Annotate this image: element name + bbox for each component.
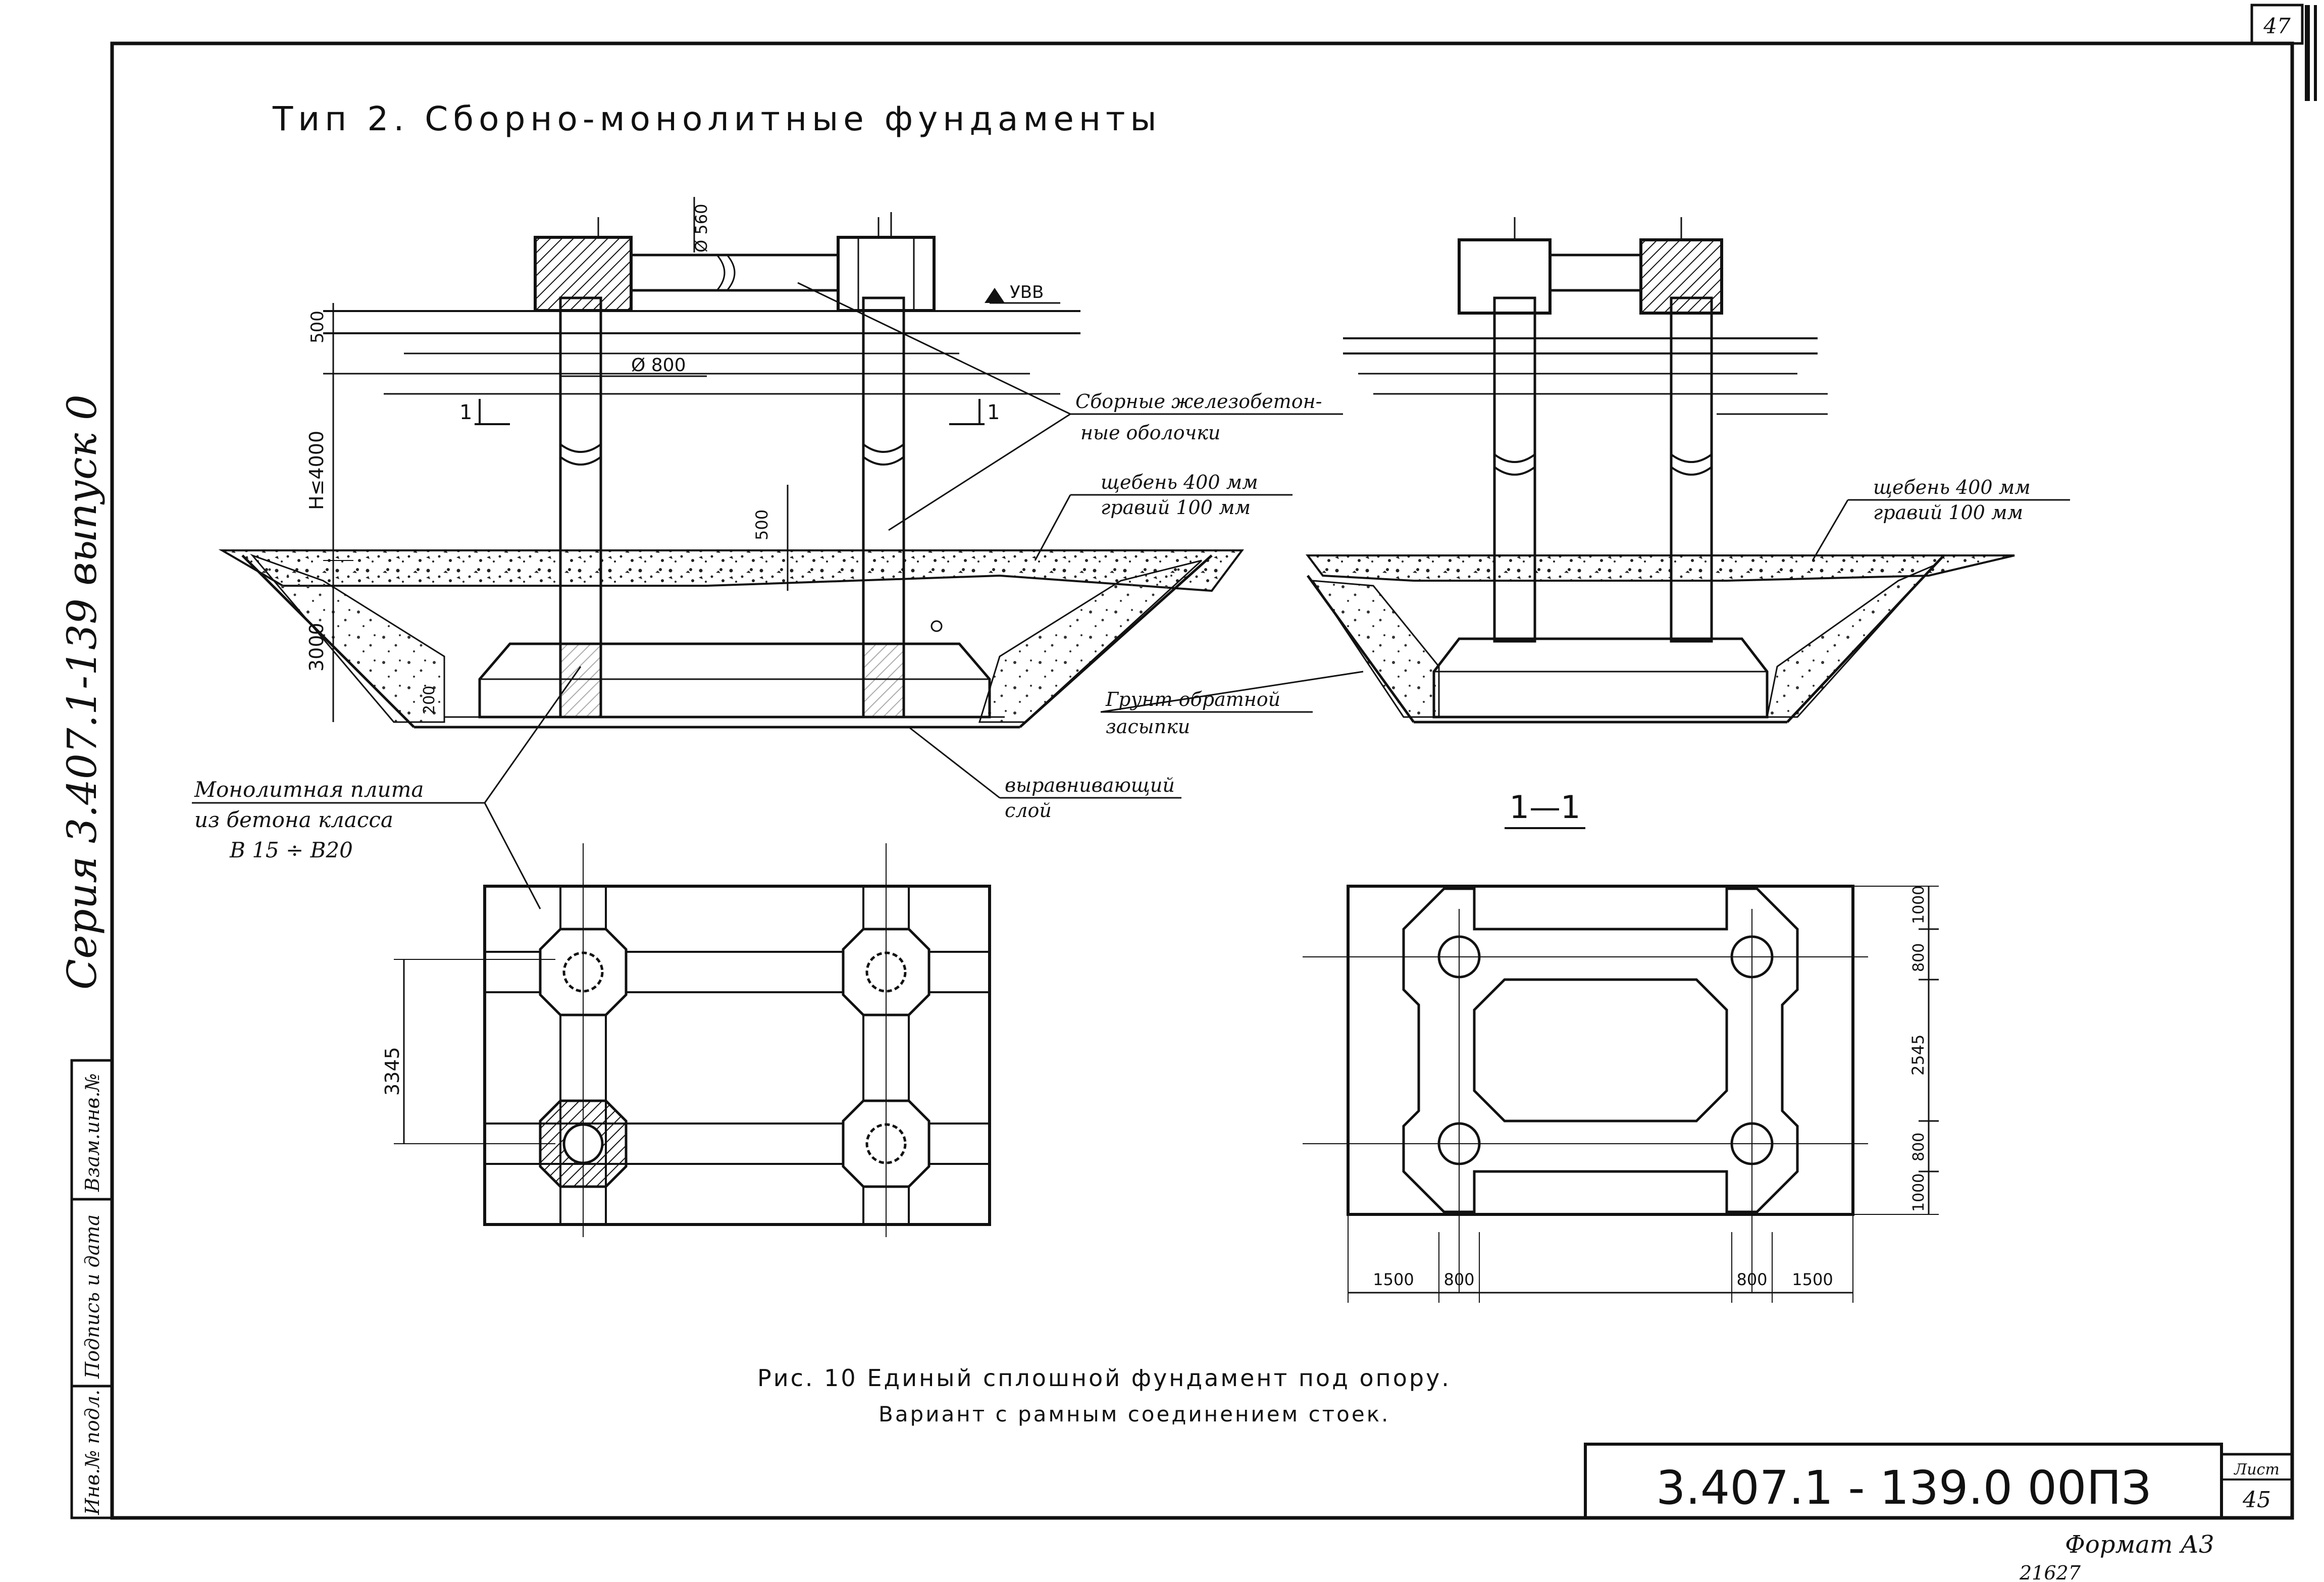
footer-note: 21627 xyxy=(2019,1562,2081,1579)
label-backfill-line1: Грунт обратной xyxy=(1105,688,1280,710)
dim-800-top: 800 xyxy=(1910,943,1928,972)
dim-1500-left: 1500 xyxy=(1373,1270,1414,1289)
left-leaders: Сборные железобетон- ные оболочки щебень… xyxy=(192,282,1343,909)
dim-3345: 3345 xyxy=(381,1047,403,1096)
right-leaders: щебень 400 мм гравий 100 мм Грунт обратн… xyxy=(1100,476,2070,738)
right-elevation xyxy=(1306,217,2015,724)
sheet-frame: 47 xyxy=(110,4,2317,1520)
section-title: 1—1 xyxy=(1510,789,1581,826)
dim-200: 200 xyxy=(421,686,438,715)
stamp-replacement-inv: Взам.инв.№ xyxy=(81,1073,104,1192)
stamp-signature-date: Подпись и дата xyxy=(81,1214,104,1379)
label-leveling-line2: слой xyxy=(1005,799,1052,822)
label-gravel-right-line2: гравий 100 мм xyxy=(1873,501,2023,524)
dim-3000: 3000 xyxy=(305,623,328,672)
document-code: 3.407.1 - 139.0 00ПЗ xyxy=(1656,1461,2151,1515)
figure-caption-line1: Рис. 10 Единый сплошной фундамент под оп… xyxy=(757,1364,1451,1392)
stamp-inv-original: Инв.№ подл. xyxy=(81,1390,104,1515)
format-label: Формат А3 xyxy=(2065,1530,2214,1559)
series-label: Серия 3.407.1-139 выпуск 0 xyxy=(59,394,106,990)
dim-d560: Ø 560 xyxy=(692,204,711,252)
label-slab-line2: из бетона класса xyxy=(194,807,393,832)
section-1-1-plan: 1—1 1000 800 2545 800 1000 1 xyxy=(1303,789,1939,1303)
dim-500-mid: 500 xyxy=(752,509,771,540)
dim-800-right: 800 xyxy=(1736,1270,1767,1289)
label-slab-line3: В 15 ÷ В20 xyxy=(229,838,353,862)
label-shells-line1: Сборные железобетон- xyxy=(1075,390,1322,413)
dim-1000-bot: 1000 xyxy=(1910,1173,1928,1212)
label-slab-line1: Монолитная плита xyxy=(194,777,424,802)
left-plan: 3345 xyxy=(381,843,991,1237)
label-leveling-line1: выравнивающий xyxy=(1005,774,1175,796)
dim-800-left: 800 xyxy=(1443,1270,1474,1289)
label-shells-line2: ные оболочки xyxy=(1080,422,1220,444)
section-mark-left: 1 xyxy=(459,401,472,424)
title-block: 3.407.1 - 139.0 00ПЗ Лист 45 xyxy=(1584,1443,2294,1519)
sheet-title: Тип 2. Сборно-монолитные фундаменты xyxy=(272,99,1162,138)
dim-500-top: 500 xyxy=(307,311,328,343)
stamp-block: Инв.№ подл. Подпись и дата Взам.инв.№ xyxy=(70,1059,114,1519)
left-elevation: УВВ 50 xyxy=(218,197,1244,729)
dim-2545: 2545 xyxy=(1908,1035,1928,1076)
page-number: 47 xyxy=(2263,14,2291,38)
dim-1500-right: 1500 xyxy=(1792,1270,1833,1289)
figure-caption-line2: Вариант с рамным соединением стоек. xyxy=(879,1402,1390,1426)
dim-1000-top: 1000 xyxy=(1910,886,1928,924)
label-gravel-right-line1: щебень 400 мм xyxy=(1873,476,2031,498)
label-gravel-line2: гравий 100 мм xyxy=(1101,496,1251,519)
list-number: 45 xyxy=(2242,1487,2271,1513)
dim-800-bot: 800 xyxy=(1910,1133,1928,1161)
dim-h4000: H≤4000 xyxy=(305,431,328,510)
label-backfill-line2: засыпки xyxy=(1106,716,1190,738)
uvv-label: УВВ xyxy=(1010,282,1044,302)
section-mark-right: 1 xyxy=(987,401,1000,424)
dim-d800: Ø 800 xyxy=(631,355,686,376)
label-gravel-line1: щебень 400 мм xyxy=(1101,471,1258,493)
list-label: Лист xyxy=(2233,1461,2280,1478)
